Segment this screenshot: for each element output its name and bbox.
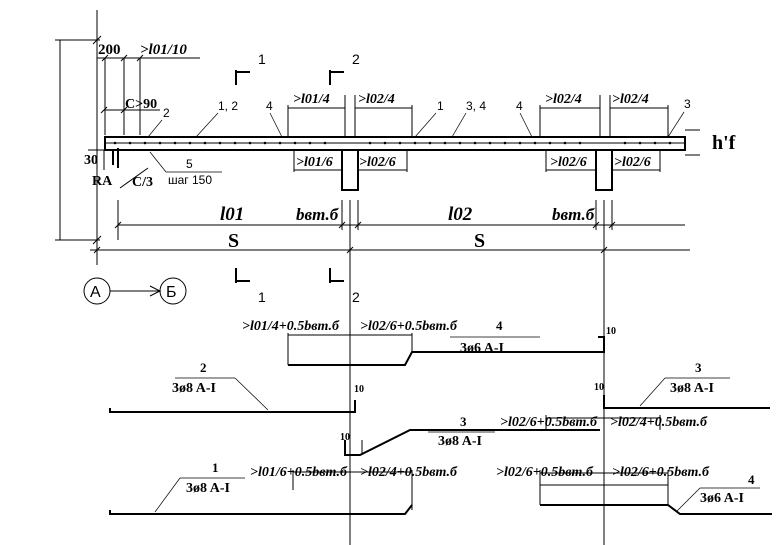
- bar-1-dim-2: >l02/4+0.5bвт.б: [360, 465, 458, 480]
- label-5: 5: [186, 157, 193, 171]
- axis-b-marker: [159, 277, 187, 305]
- bar-4-bottom-dim-1: >l02/6+0.5bвт.б: [496, 465, 594, 480]
- bar-4-dim-2: >l02/6+0.5bвт.б: [360, 319, 458, 334]
- bar-1-number: 1: [212, 460, 219, 475]
- dim-l02: l02: [448, 204, 473, 225]
- dim-c90: C>90: [125, 97, 157, 112]
- dim-bvt-1: bвт.б: [296, 205, 340, 224]
- dim-200: 200: [98, 42, 121, 58]
- bar-4-spec: 3ø6 A-I: [460, 341, 504, 356]
- dim-l01: l01: [220, 204, 244, 225]
- label-2-top: 2: [163, 106, 170, 120]
- label-4-b: 4: [516, 99, 523, 113]
- bar-4-dim-1: >l01/4+0.5bвт.б: [242, 319, 340, 334]
- bar-3-mid-shape: [344, 429, 600, 456]
- dim-l02-4-a: >l02/4: [358, 92, 395, 107]
- bar-2-number: 2: [200, 360, 207, 375]
- bar-3-mid-dim-1: >l02/6+0.5bвт.б: [500, 415, 598, 430]
- rib-left: [341, 150, 359, 191]
- bar-4-number: 4: [496, 318, 503, 333]
- label-hf: h'f: [712, 132, 736, 154]
- beam-elevation: 200 >l01/10 C>90 1 2 1 2 2 1, 2 4 1 3, 4…: [55, 10, 736, 545]
- label-step: шаг 150: [168, 173, 212, 187]
- bar-2-spec: 3ø8 A-I: [172, 381, 216, 396]
- dim-l02-4-b: >l02/4: [545, 92, 582, 107]
- bar-1-spec: 3ø8 A-I: [186, 481, 230, 496]
- bar-3-mid-number: 3: [460, 414, 467, 429]
- dim-bvt-2: bвт.б: [552, 205, 596, 224]
- bar-3-mid-spec: 3ø8 A-I: [438, 434, 482, 449]
- label-3-4: 3, 4: [466, 99, 486, 113]
- dim-l02-6-b: >l02/6: [550, 155, 587, 170]
- ten-c: 10: [594, 382, 604, 393]
- dim-l02-6-a: >l02/6: [359, 155, 396, 170]
- label-3-right: 3: [684, 97, 691, 111]
- label-4-a: 4: [266, 99, 273, 113]
- axis-b-label: Б: [166, 284, 177, 301]
- cut-2-top-label: 2: [352, 51, 360, 67]
- dim-s-1: S: [228, 230, 239, 252]
- rib-right: [595, 150, 613, 191]
- dim-l02-6-c: >l02/6: [614, 155, 651, 170]
- dim-c3: C/3: [132, 175, 153, 190]
- rebar-dots: [113, 141, 672, 145]
- label-ra: RA: [92, 174, 113, 189]
- bar-details: >l01/4+0.5bвт.б >l02/6+0.5bвт.б 4 3ø6 A-…: [109, 318, 772, 515]
- label-1-2: 1, 2: [218, 99, 238, 113]
- dim-l02-4-c: >l02/4: [612, 92, 649, 107]
- dim-l01-10: >l01/10: [140, 42, 187, 58]
- bar-4-bottom-shape: [540, 504, 772, 515]
- bar-4-bottom-spec: 3ø6 A-I: [700, 491, 744, 506]
- bar-3-right-shape: [603, 395, 770, 409]
- ten-a: 10: [606, 326, 616, 337]
- ten-d: 10: [340, 432, 350, 443]
- cut-1-bottom-label: 1: [258, 289, 266, 305]
- dim-s-2: S: [474, 230, 485, 252]
- axis-a-label: А: [90, 284, 101, 301]
- bar-4-bottom-dim-2: >l02/6+0.5bвт.б: [612, 465, 710, 480]
- bar-3-right-number: 3: [695, 360, 702, 375]
- bar-1-shape: [109, 504, 413, 515]
- ten-b: 10: [354, 384, 364, 395]
- dim-l01-6: >l01/6: [296, 155, 333, 170]
- cut-2-bottom-label: 2: [352, 289, 360, 305]
- bar-4-shape: [288, 336, 605, 366]
- dim-30: 30: [84, 153, 98, 168]
- bar-4-bottom-number: 4: [748, 472, 755, 487]
- cut-1-top-label: 1: [258, 51, 266, 67]
- bar-3-mid-dim-2: >l02/4+0.5bвт.б: [610, 415, 708, 430]
- label-1-mid: 1: [437, 99, 444, 113]
- bar-1-dim-1: >l01/6+0.5bвт.б: [250, 465, 348, 480]
- bar-3-right-spec: 3ø8 A-I: [670, 381, 714, 396]
- dim-l01-4: >l01/4: [293, 92, 330, 107]
- bar-2-shape: [109, 400, 356, 413]
